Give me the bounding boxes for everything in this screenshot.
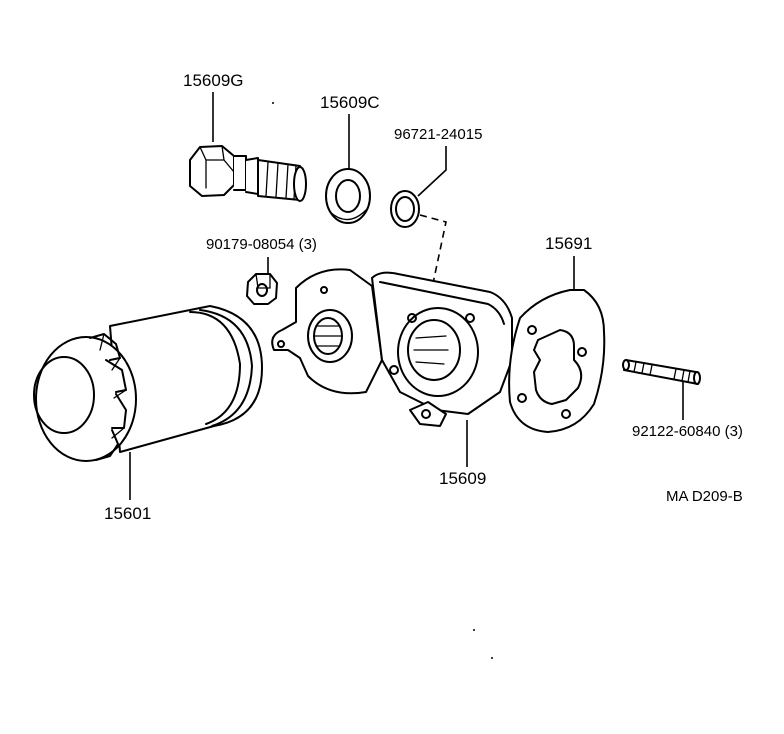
- stud-bolt-92122-60840: [622, 359, 701, 385]
- oil-filter-15601: [33, 305, 263, 462]
- label-96721-24015: 96721-24015: [394, 126, 482, 143]
- nut-90179-08054: [246, 273, 278, 305]
- union-bolt-15609g: [189, 145, 307, 202]
- gasket-15691: [508, 289, 606, 433]
- leader-lines: [129, 92, 684, 500]
- scan-speck: [473, 629, 475, 631]
- label-15601: 15601: [104, 504, 151, 523]
- label-92122-60840: 92122-60840 (3): [632, 423, 743, 440]
- label-15609c: 15609C: [320, 93, 380, 112]
- label-90179-08054: 90179-08054 (3): [206, 236, 317, 253]
- label-15691: 15691: [545, 234, 592, 253]
- o-ring-96721-24015: [390, 190, 420, 228]
- scan-speck: [272, 102, 274, 104]
- scan-speck: [491, 657, 493, 659]
- filter-housing-15609: [271, 268, 513, 427]
- label-15609: 15609: [439, 469, 486, 488]
- reference-code: MA D209-B: [666, 488, 743, 505]
- label-15609g: 15609G: [183, 71, 244, 90]
- washer-15609c: [325, 168, 371, 224]
